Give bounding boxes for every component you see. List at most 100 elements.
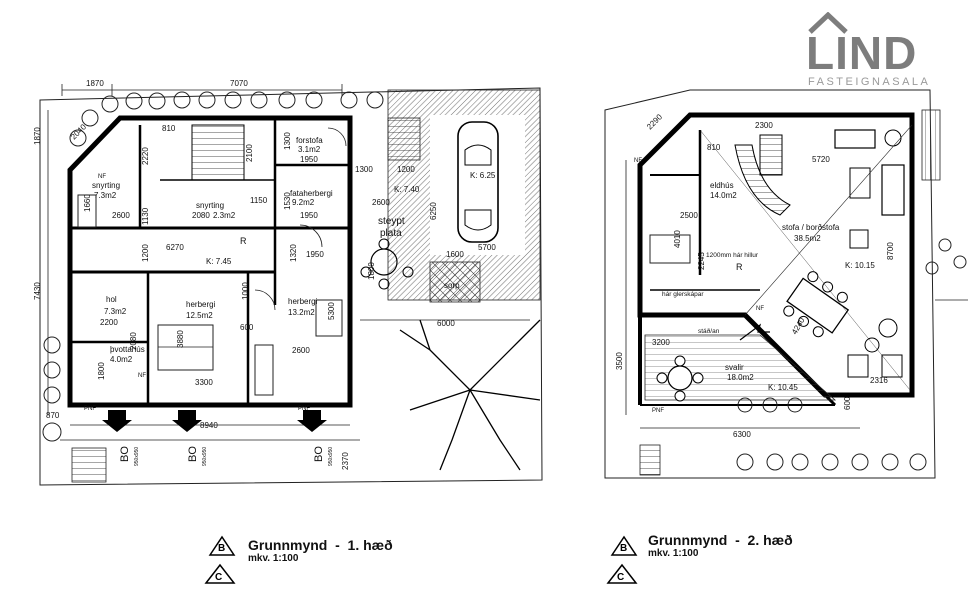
dim-3200: 3200 (652, 338, 670, 347)
sofa-1 (834, 129, 876, 149)
dim-2100: 2100 (245, 144, 254, 162)
room-herbergi-1-area: 12.5m2 (186, 311, 213, 320)
mark-pnf1: PNF (84, 406, 96, 412)
egress-arrows (102, 410, 327, 432)
dim-1300b: 1300 (355, 165, 373, 174)
tree-icon (399, 319, 541, 471)
dim-2200: 2200 (100, 318, 118, 327)
dim-5720: 5720 (812, 155, 830, 164)
label-stadan: stáð/an (698, 327, 720, 335)
dim-1800: 1800 (97, 362, 106, 380)
dim-2300: 2300 (755, 121, 773, 130)
dim-2290: 2290 (645, 112, 664, 131)
dim-5700: 5700 (478, 243, 496, 252)
level-k1015: K: 10.15 (845, 261, 875, 270)
spiral-stair (734, 144, 791, 216)
room-snyrting2: snyrting (196, 201, 224, 210)
car-icon (457, 121, 499, 243)
dim-6250: 6250 (429, 202, 438, 220)
label-sorp: sorp (444, 281, 460, 290)
dim-2600c: 2600 (292, 346, 310, 355)
plan-first-floor (39, 84, 543, 486)
room-fataherbergi-area: 9.2m2 (292, 198, 315, 207)
level-k625: K: 6.25 (470, 171, 496, 180)
building-outline-second (637, 112, 915, 398)
room-herbergi-2-area: 13.2m2 (288, 308, 315, 317)
plan-second-floor (604, 89, 968, 479)
level-k1045: K: 10.45 (768, 383, 798, 392)
mark-r: R (240, 236, 247, 246)
dim-4240: 4240 (790, 316, 807, 336)
mark-nf2: NF (138, 373, 146, 379)
label-steypt: steypt (378, 216, 405, 227)
dim-6000: 6000 (437, 319, 455, 328)
lind-logo: LIND FASTEIGNASALA (806, 12, 936, 92)
room-thvottahus-area: 4.0m2 (110, 355, 133, 364)
dim-1000: 1000 (241, 282, 250, 300)
mark-pnf-2: PNF (652, 408, 664, 414)
dim-2220: 2220 (141, 147, 150, 165)
plan1-caption: Grunnmynd - 1. hæð mkv. 1:100 (248, 537, 393, 564)
room-hol-area: 7.3m2 (104, 307, 127, 316)
hedge-top (42, 91, 384, 442)
dim-1600: 1600 (446, 250, 464, 259)
room-thvottahus: þvottahús (110, 345, 145, 354)
dim-2080b: 2080 (129, 332, 138, 350)
dim-2600a: 2600 (372, 198, 390, 207)
dim-1950c: 1950 (306, 250, 324, 259)
patio-table (360, 238, 414, 290)
room-snyrting-area: 7.3m2 (94, 191, 117, 200)
dim-8700: 8700 (886, 242, 895, 260)
dim-8940: 8940 (200, 421, 218, 430)
dim-3880: 3880 (176, 330, 185, 348)
plan2-labels: 2300 2290 810 5720 2500 4010 2245 8700 3… (615, 112, 895, 439)
room-herbergi-1: herbergi (186, 300, 216, 309)
mark-nf1: NF (98, 174, 106, 180)
mark-nf-2a: NF (634, 158, 642, 164)
dim-810: 810 (162, 124, 176, 133)
dim-2316: 2316 (870, 376, 888, 385)
dim-1950b: 1950 (300, 211, 318, 220)
mark-bo-1: BO (119, 446, 131, 462)
level-k740: K: 7.40 (394, 185, 420, 194)
marker-b-1: B (218, 543, 225, 554)
site-boundary-2 (604, 89, 936, 479)
house-roof-icon (808, 12, 848, 34)
mark-bo-sub-2: 950x950 (202, 447, 208, 466)
plan2-caption: Grunnmynd - 2. hæð mkv. 1:100 (648, 532, 793, 559)
plan1-labels: 1870 7070 1870 2040 810 2220 2100 1300 1… (33, 79, 496, 470)
dim-3500: 3500 (615, 352, 624, 370)
dim-600: 600 (240, 323, 254, 332)
mark-bo-3: BO (313, 446, 325, 462)
room-forstofa: forstofa (296, 136, 323, 145)
dim-7430: 7430 (33, 282, 42, 300)
dim-810-2: 810 (707, 143, 721, 152)
building-outline-first (67, 115, 353, 408)
mark-bo-sub-1: 950x950 (134, 447, 140, 466)
mark-bo-sub-3: 950x950 (328, 447, 334, 466)
dim-1320: 1320 (289, 244, 298, 262)
label-hillur: 1200mm hár hillur (706, 252, 759, 259)
dim-3300: 3300 (195, 378, 213, 387)
logo-subtitle: FASTEIGNASALA (808, 76, 931, 88)
dim-1660: 1660 (83, 194, 92, 212)
dim-2500: 2500 (680, 211, 698, 220)
mark-pnf2: PNF (298, 406, 310, 412)
dim-1200b: 1200 (141, 244, 150, 262)
room-fataherbergi: fataherbergi (290, 189, 333, 198)
room-snyrting2-area: 2.3m2 (213, 211, 236, 220)
room-eldhus-area: 14.0m2 (710, 191, 737, 200)
marker-c-2: C (617, 572, 624, 583)
mark-r-2: R (736, 262, 743, 272)
room-svalir-area: 18.0m2 (727, 373, 754, 382)
dim-1800-table: 1800 (367, 262, 376, 280)
plan1-scale: mkv. 1:100 (248, 553, 299, 564)
mark-bo-2: BO (187, 446, 199, 462)
dim-1200: 1200 (397, 165, 415, 174)
dim-870: 870 (46, 411, 60, 420)
logo-wordmark: LIND (806, 27, 918, 79)
dim-1130: 1130 (141, 207, 150, 225)
mark-nf-2b: NF (756, 306, 764, 312)
dim-600-2: 600 (843, 396, 852, 410)
